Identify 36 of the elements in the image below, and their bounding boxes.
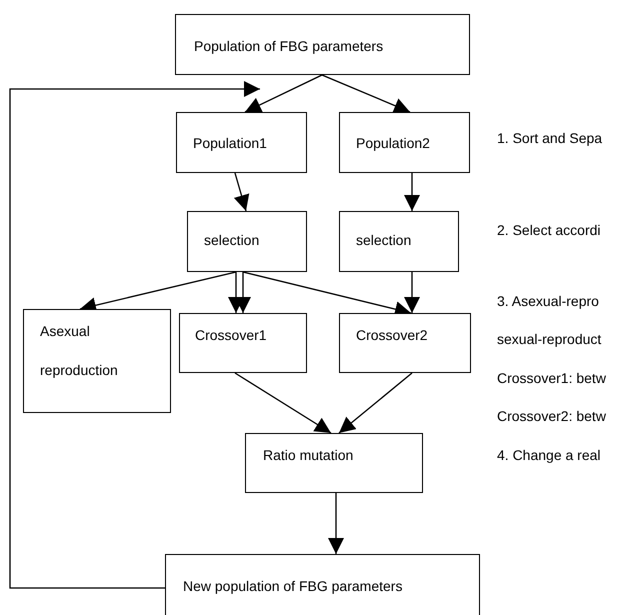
arrow [234,172,250,212]
box-label: Crossover1 [195,326,267,345]
process-box [23,309,171,413]
box-label: Crossover2 [356,326,428,345]
arrow [338,372,412,434]
note-text: Crossover2: betw [497,408,606,424]
process-box [339,313,471,373]
box-label: Asexual reproduction [40,322,119,380]
arrow [234,372,332,434]
note-text: Crossover1: betw [497,370,606,386]
arrow [404,272,420,313]
note-text: 4. Change a real [497,447,601,463]
box-label: Population of FBG parameters [194,37,384,56]
box-label: selection [356,231,412,250]
box-label: Population1 [193,134,267,153]
process-box [245,433,423,493]
box-label: selection [204,231,260,250]
note-text: 1. Sort and Sepa [497,130,602,146]
process-box [179,313,307,373]
arrow [404,173,420,211]
process-box [187,211,307,272]
process-box [339,211,459,272]
note-text: sexual-reproduct [497,331,602,347]
box-label: Population2 [356,134,430,153]
box-label: Ratio mutation [263,446,354,465]
process-box [176,112,307,173]
process-box [339,112,470,173]
arrow [9,81,260,589]
arrow [328,493,344,554]
note-text: 3. Asexual-repro [497,293,599,309]
arrow [244,74,322,113]
box-label: New population of FBG parameters [183,577,402,596]
process-box [175,14,470,75]
process-box [165,554,480,615]
arrow [322,74,410,114]
note-text: 2. Select accordi [497,222,600,238]
